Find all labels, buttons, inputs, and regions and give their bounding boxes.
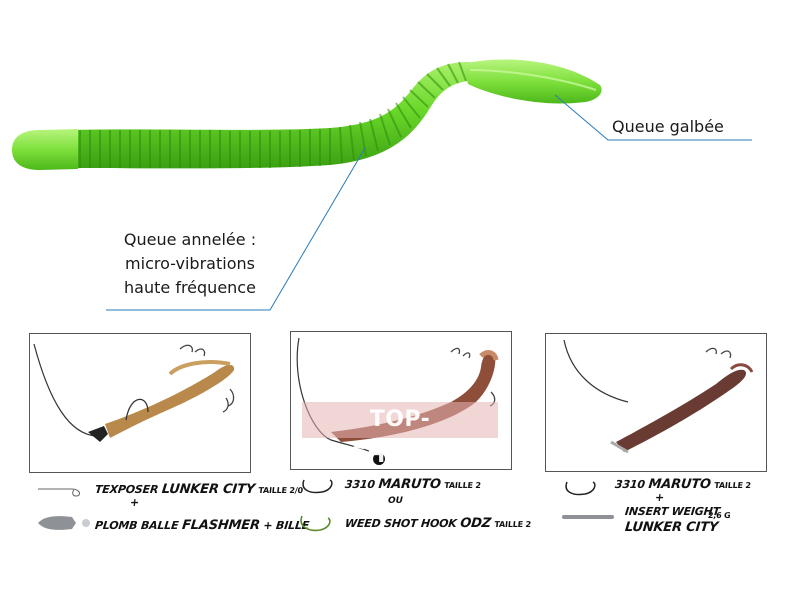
rig-panel-1: [29, 333, 251, 473]
watermark: TOP-FISHING.FR: [302, 402, 498, 468]
green-lure-illustration: [12, 59, 752, 311]
rig3-line3: LUNKER CITY: [624, 520, 719, 535]
split-shot-icon: [373, 453, 385, 465]
rig3-line2: INSERT WEIGHT: [624, 505, 721, 518]
hook-icon: [302, 479, 333, 494]
rig-panel-3: [545, 333, 767, 472]
lure-tail: [462, 59, 602, 104]
rig1-line1: TEXPOSER LUNKER CITY TAILLE 2/0: [94, 482, 304, 497]
rig1-line2: PLOMB BALLE FLASHMER + BILLE: [94, 518, 310, 533]
rig3-plus: +: [654, 491, 665, 504]
rig-illustration-3: [563, 339, 754, 454]
rig2-or: OU: [388, 496, 403, 506]
bullet-weight-icon: [88, 426, 108, 442]
hook-icon: [565, 481, 596, 496]
hook-icon: [38, 488, 80, 497]
lure-body: [70, 62, 475, 169]
callout-ringed-line2: micro-vibrations: [125, 254, 255, 273]
callout-line-rings: [106, 147, 366, 311]
rig3-line1: 3310 MARUTO TAILLE 2: [614, 477, 752, 492]
rig-illustration-1: [33, 343, 235, 442]
callout-ringed-line1: Queue annelée :: [123, 230, 257, 249]
callout-tail-shaped: Queue galbée: [612, 117, 724, 136]
insert-weight-icon: [562, 515, 614, 519]
lure-rings: [79, 61, 467, 168]
callout-line-tail: [554, 94, 752, 141]
rig2-line2: WEED SHOT HOOK ODZ TAILLE 2: [344, 516, 532, 531]
rig1-plus: +: [129, 496, 140, 509]
callout-ringed-line3: haute fréquence: [124, 278, 256, 297]
weedless-hook-icon: [300, 515, 331, 532]
lure-head: [12, 129, 78, 170]
rig2-line1: 3310 MARUTO TAILLE 2: [344, 477, 482, 492]
callout-ringed-tail: Queue annelée : micro-vibrations haute f…: [110, 228, 270, 300]
bullet-weight-icon: [38, 516, 90, 530]
